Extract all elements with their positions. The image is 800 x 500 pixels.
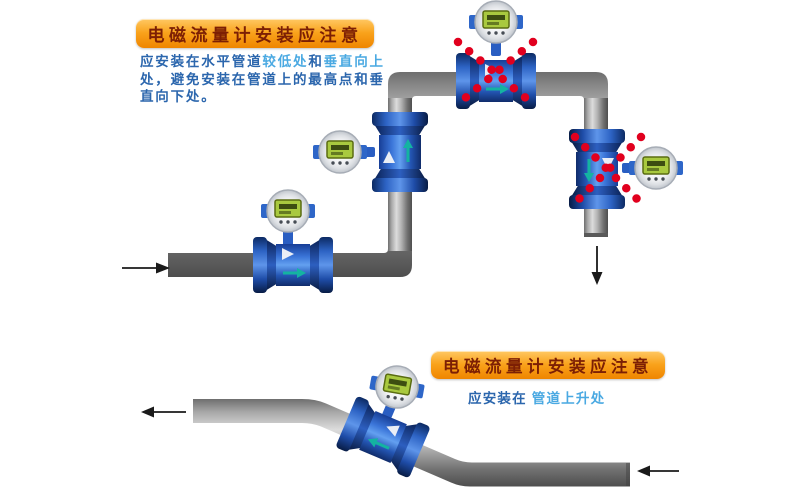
note-segment: 应安装在水平管道 — [140, 54, 263, 69]
bottom-inlet-arrow-left-icon — [637, 465, 679, 477]
note-segment: 和 — [308, 54, 324, 69]
bottom-outlet-arrow-left-icon — [141, 406, 186, 418]
pipe-end-cap — [584, 233, 608, 237]
transmitter-head — [260, 189, 316, 233]
note-highlight: 较低处 — [262, 54, 309, 69]
transmitter-head — [628, 146, 684, 190]
note-highlight: 垂直向上 — [323, 54, 385, 69]
flow-direction-arrows — [122, 246, 679, 477]
transmitter-neck — [283, 229, 293, 247]
flowmeter-body — [370, 110, 430, 194]
flowmeter-incline-correct — [333, 360, 433, 480]
note-highlight: 管道上升处 — [531, 391, 606, 406]
inlet-arrow-right-icon — [122, 262, 170, 274]
pipe-end-cap — [626, 463, 630, 486]
transmitter-head — [468, 0, 524, 44]
red-x-icon — [453, 37, 538, 109]
bottom-note-text: 应安装在 管道上升处 — [468, 387, 605, 407]
outlet-arrow-down-icon — [591, 246, 603, 285]
flowmeter-vertical-down-incorrect — [567, 127, 684, 211]
flowmeter-body — [251, 235, 335, 295]
top-title-banner: 电磁流量计安装应注意 — [136, 19, 374, 48]
flowmeter-vertical-up-correct — [312, 110, 430, 194]
red-x-icon — [570, 132, 646, 208]
transmitter-head — [312, 130, 368, 174]
note-segment: 应安装在 — [468, 391, 532, 406]
flowmeter-highpoint-incorrect — [453, 0, 538, 111]
bottom-title-banner: 电磁流量计安装应注意 — [431, 351, 665, 379]
top-note-text: 应安装在水平管道较低处和垂直向上处，避免安装在管道上的最高点和垂直向下处。 — [140, 53, 392, 106]
transmitter-head — [366, 360, 428, 414]
note-segment: 处，避免安装在管道上的最高点和垂直向下处。 — [140, 71, 385, 105]
flowmeter-horizontal-correct — [251, 189, 335, 295]
